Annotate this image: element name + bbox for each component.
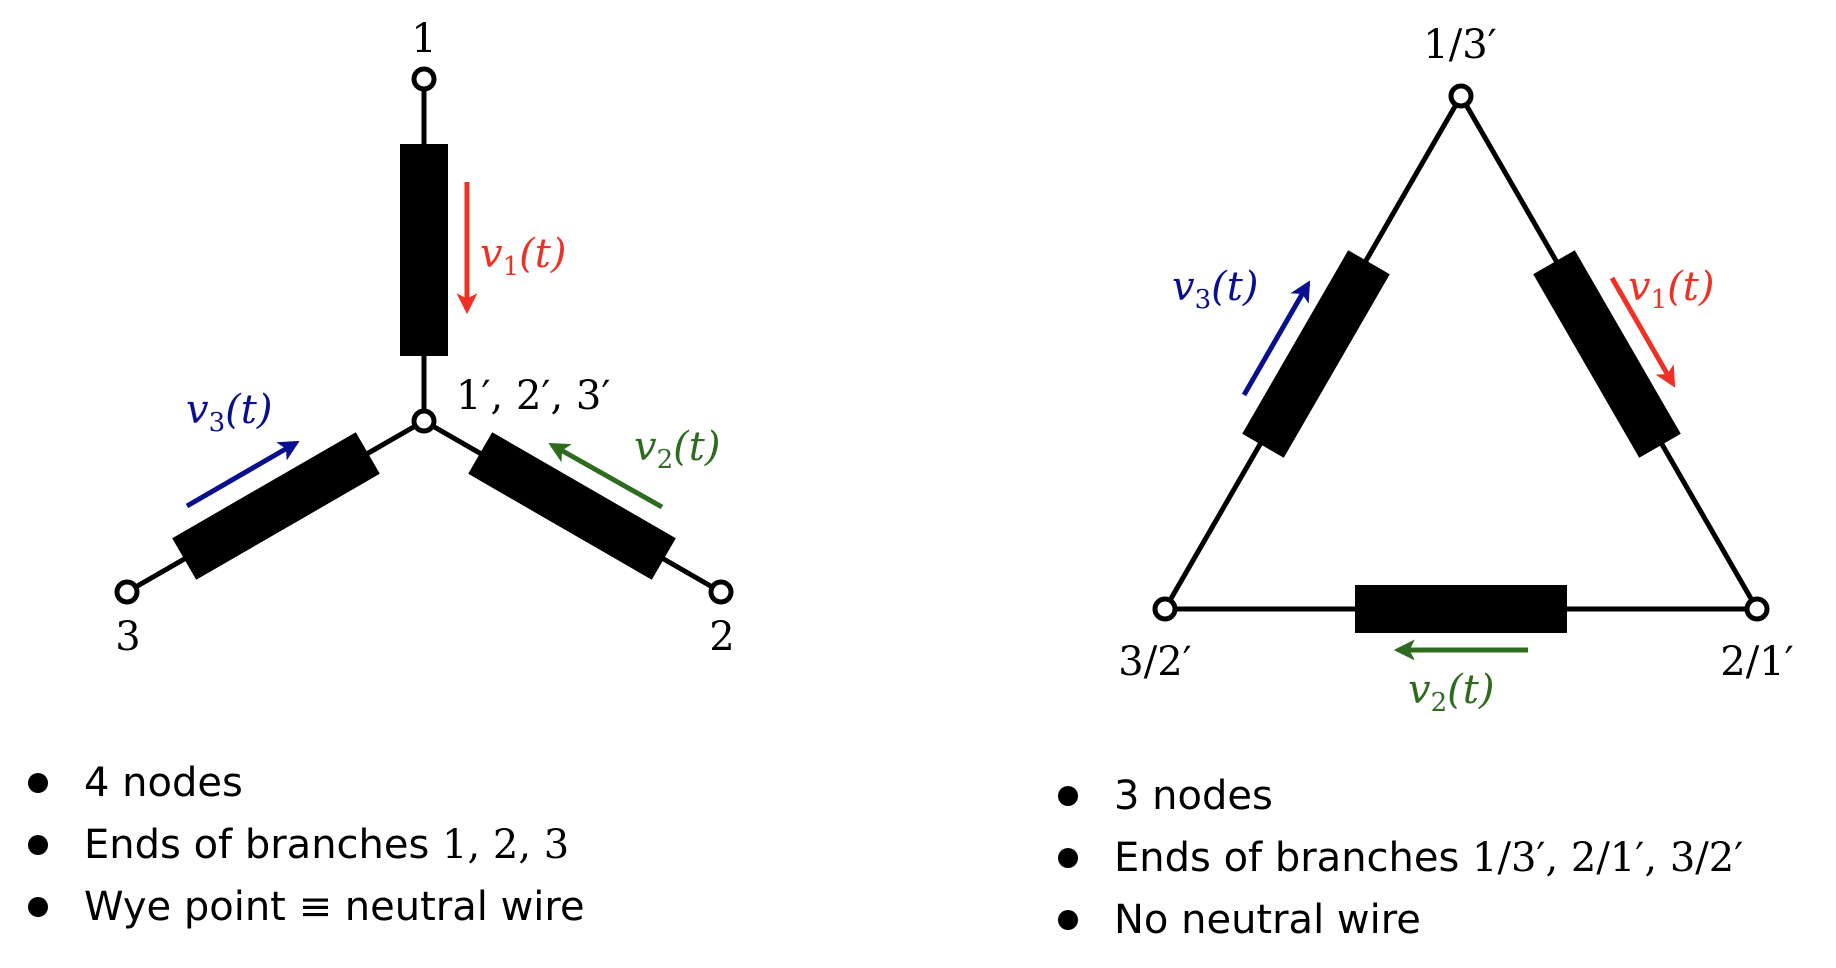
delta-bullet-math: 1/3′, 2/1′, 3/2′: [1472, 835, 1744, 881]
delta-bullet-text: Ends of branches: [1114, 835, 1473, 881]
delta-node-right-label: 2/1′: [1720, 639, 1793, 685]
delta-resistor-bottom: [1355, 585, 1567, 633]
wye-terminal-2: [708, 579, 734, 605]
wye-v3-arrow: [185, 440, 300, 509]
delta-v2-label: v2(t): [1408, 667, 1494, 718]
wye-terminal-1: [411, 66, 437, 92]
delta-bullet-item: Ends of branches 1/3′, 2/1′, 3/2′: [1056, 827, 1743, 889]
delta-v3-label: v3(t): [1172, 264, 1258, 315]
wye-bullet-text: 4 nodes: [84, 760, 243, 806]
bullet-dot-icon: [1058, 910, 1078, 930]
wye-v3-label: v3(t): [186, 387, 272, 438]
delta-v3-arrow: [1241, 280, 1311, 397]
delta-bullet-item: 3 nodes: [1056, 765, 1743, 827]
wye-node-1-label: 1: [411, 16, 436, 62]
bullet-dot-icon: [28, 897, 48, 917]
wye-v2-arrow: [548, 442, 664, 510]
bullet-dot-icon: [28, 773, 48, 793]
delta-v1-arrow: [1609, 276, 1676, 388]
delta-diagram: 1/3′ 3/2′ 2/1′ v1(t) v2(t) v3(t): [1118, 22, 1793, 718]
wye-resistor-3: [172, 432, 380, 580]
wye-bullet-text: Ends of branches: [84, 822, 443, 868]
delta-resistor-left: [1242, 250, 1390, 458]
delta-bullet-list: 3 nodes Ends of branches 1/3′, 2/1′, 3/2…: [1056, 765, 1743, 951]
delta-bullet-text: 3 nodes: [1114, 773, 1273, 819]
wye-diagram: 1 1′, 2′, 3′ 2 3 v1(t) v2(t) v3(t): [114, 16, 735, 660]
delta-node-top-label: 1/3′: [1423, 22, 1496, 68]
wye-bullet-tail: neutral wire: [332, 884, 585, 930]
delta-bullet-text: No neutral wire: [1114, 897, 1421, 943]
wye-node-3-label: 3: [115, 614, 140, 660]
wye-node-2-label: 2: [709, 614, 734, 660]
delta-bullet-item: No neutral wire: [1056, 889, 1743, 951]
wye-bullet-item: Wye point ≡ neutral wire: [26, 876, 585, 938]
delta-terminal-left: [1152, 596, 1178, 622]
wye-bullet-math: 1, 2, 3: [442, 822, 570, 868]
wye-resistor-1: [400, 144, 448, 356]
wye-bullet-math: ≡: [298, 884, 333, 930]
wye-v2-label: v2(t): [634, 424, 720, 475]
delta-terminal-top: [1448, 83, 1474, 109]
delta-terminal-right: [1744, 596, 1770, 622]
wye-node-center-label: 1′, 2′, 3′: [456, 373, 610, 419]
wye-v1-label: v1(t): [480, 231, 566, 282]
wye-terminal-3: [114, 579, 140, 605]
delta-v1-label: v1(t): [1628, 264, 1714, 315]
wye-bullet-item: 4 nodes: [26, 752, 585, 814]
delta-resistor-right: [1533, 250, 1681, 458]
delta-node-left-label: 3/2′: [1118, 639, 1191, 685]
wye-bullet-text: Wye point: [84, 884, 299, 930]
wye-terminal-center: [411, 408, 437, 434]
wye-bullet-item: Ends of branches 1, 2, 3: [26, 814, 585, 876]
wye-bullet-list: 4 nodes Ends of branches 1, 2, 3 Wye poi…: [26, 752, 585, 938]
bullet-dot-icon: [28, 835, 48, 855]
wye-resistor-2: [468, 432, 676, 580]
bullet-dot-icon: [1058, 848, 1078, 868]
bullet-dot-icon: [1058, 786, 1078, 806]
